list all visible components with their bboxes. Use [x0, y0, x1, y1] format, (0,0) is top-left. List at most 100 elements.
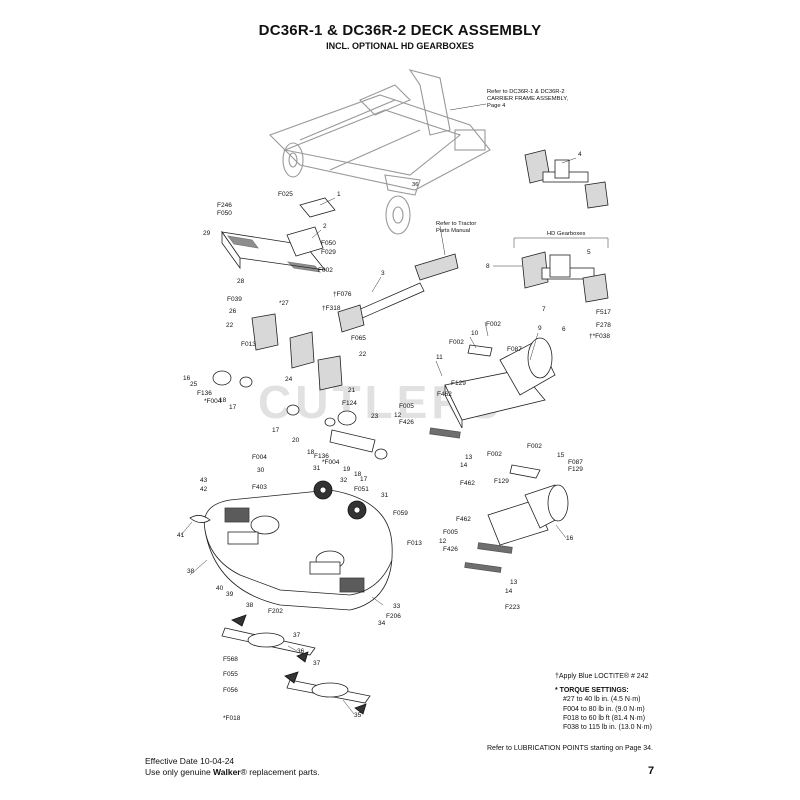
label-21: 21: [348, 387, 356, 394]
legend-box: †Apply Blue LOCTITE® # 242 * TORQUE SETT…: [555, 672, 775, 732]
label-14: 14: [460, 462, 468, 469]
page-title: DC36R-1 & DC36R-2 DECK ASSEMBLY: [258, 22, 542, 39]
label-19: 19: [343, 466, 351, 473]
blades-illustration: [221, 614, 371, 715]
label-f004: *F004: [322, 459, 340, 466]
label-38: 38: [187, 568, 195, 575]
label-f087: F087: [507, 346, 522, 353]
label-18: 18: [354, 471, 362, 478]
label-f018: *F018: [223, 715, 241, 722]
label-12: 12: [394, 412, 402, 419]
label-f462: F462: [437, 391, 452, 398]
label-f076: †F076: [333, 291, 352, 298]
label-5: 5: [587, 249, 591, 256]
label-26: 26: [229, 308, 237, 315]
carrier-frame-note-line-2: CARRIER FRAME ASSEMBLY,: [487, 96, 568, 102]
label-1: 1: [337, 191, 341, 198]
label-40: 40: [216, 585, 224, 592]
label-f568: F568: [223, 656, 238, 663]
label-f039: F039: [227, 296, 242, 303]
carrier-frame-illustration: 36: [269, 69, 491, 235]
label-28: 28: [237, 278, 245, 285]
label-32: 32: [340, 477, 348, 484]
label-f004: *F004: [204, 398, 222, 405]
label-18: 18: [307, 449, 315, 456]
torque-line: F004 to 80 lb in. (9.0 N·m): [563, 705, 645, 713]
label-30: 30: [257, 467, 265, 474]
label-33: 33: [393, 603, 401, 610]
genuine-prefix: Use only genuine: [145, 767, 214, 777]
torque-line: F018 to 60 lb ft (81.4 N·m): [563, 714, 646, 722]
label-f206: F206: [386, 613, 401, 620]
hd-gearbox-illustration: [513, 237, 609, 303]
loctite-note: †Apply Blue LOCTITE® # 242: [555, 673, 649, 680]
label-f129: F129: [568, 466, 583, 473]
label-f002: F002: [318, 267, 333, 274]
label-16: 16: [183, 375, 191, 382]
leader-lines: [180, 103, 577, 715]
label-10: 10: [471, 330, 479, 337]
label-8: 8: [486, 263, 490, 270]
label-36: 36: [297, 648, 305, 655]
label-37: 37: [293, 632, 301, 639]
label-37: 37: [313, 660, 321, 667]
reference-notes: Refer to DC36R-1 & DC36R-2 CARRIER FRAME…: [436, 89, 585, 237]
label-3: 3: [381, 270, 385, 277]
label-f002: F002: [527, 443, 542, 450]
page-number: 7: [648, 765, 655, 777]
label-f002: F002: [449, 339, 464, 346]
label-f065: F065: [351, 335, 366, 342]
label-23: 23: [371, 413, 379, 420]
label-f403: F403: [252, 484, 267, 491]
label-17: 17: [272, 427, 280, 434]
label-24: 24: [285, 376, 293, 383]
label-f038: †*F038: [589, 333, 610, 340]
label-f055: F055: [223, 671, 238, 678]
label-f050: F050: [217, 210, 232, 217]
label-20: 20: [292, 437, 300, 444]
label-43: 43: [200, 477, 208, 484]
label-f005: F005: [399, 403, 414, 410]
label-22: 22: [359, 351, 367, 358]
label-22: 22: [226, 322, 234, 329]
label-15: 15: [557, 452, 565, 459]
label-f136: F136: [197, 390, 212, 397]
label-11: 11: [436, 354, 443, 361]
label-38: 38: [246, 602, 254, 609]
label-f318: †F318: [322, 305, 341, 312]
label-f050: F050: [321, 240, 336, 247]
label-29: 29: [203, 230, 211, 237]
label-39: 39: [226, 591, 234, 598]
drive-shaft-illustration: [337, 253, 459, 333]
effective-date: Effective Date 10-04-24: [145, 756, 235, 766]
label-17: 17: [360, 476, 368, 483]
carrier-frame-note-line-3: Page 4: [487, 103, 506, 109]
label-7: 7: [542, 306, 546, 313]
label-f517: F517: [596, 309, 611, 316]
label-f462: F462: [460, 480, 475, 487]
tractor-manual-note-line-1: Refer to Tractor: [436, 221, 476, 227]
label-f462: F462: [456, 516, 471, 523]
label-f202: F202: [268, 608, 283, 615]
label-f087: F087: [568, 459, 583, 466]
carrier-frame-note-line-1: Refer to DC36R-1 & DC36R-2: [487, 89, 565, 95]
label-f278: F278: [596, 322, 611, 329]
label-2: 2: [323, 223, 327, 230]
label-f124: F124: [342, 400, 357, 407]
label-13: 13: [465, 454, 473, 461]
label-f013: F013: [407, 540, 422, 547]
label-f056: F056: [223, 687, 238, 694]
label-34: 34: [378, 620, 386, 627]
left-gearbox-cluster: [212, 313, 388, 460]
label-f002: F002: [486, 321, 501, 328]
upper-discharge-chute: [429, 337, 556, 439]
label-f004: F004: [252, 454, 267, 461]
hd-gearboxes-note: HD Gearboxes: [547, 231, 585, 237]
label-f005: F005: [443, 529, 458, 536]
label-9: 9: [538, 325, 542, 332]
label-16: 16: [566, 535, 574, 542]
lower-discharge-chute: [464, 464, 569, 573]
torque-line: F038 to 115 lb in. (13.0 N·m): [563, 724, 652, 732]
